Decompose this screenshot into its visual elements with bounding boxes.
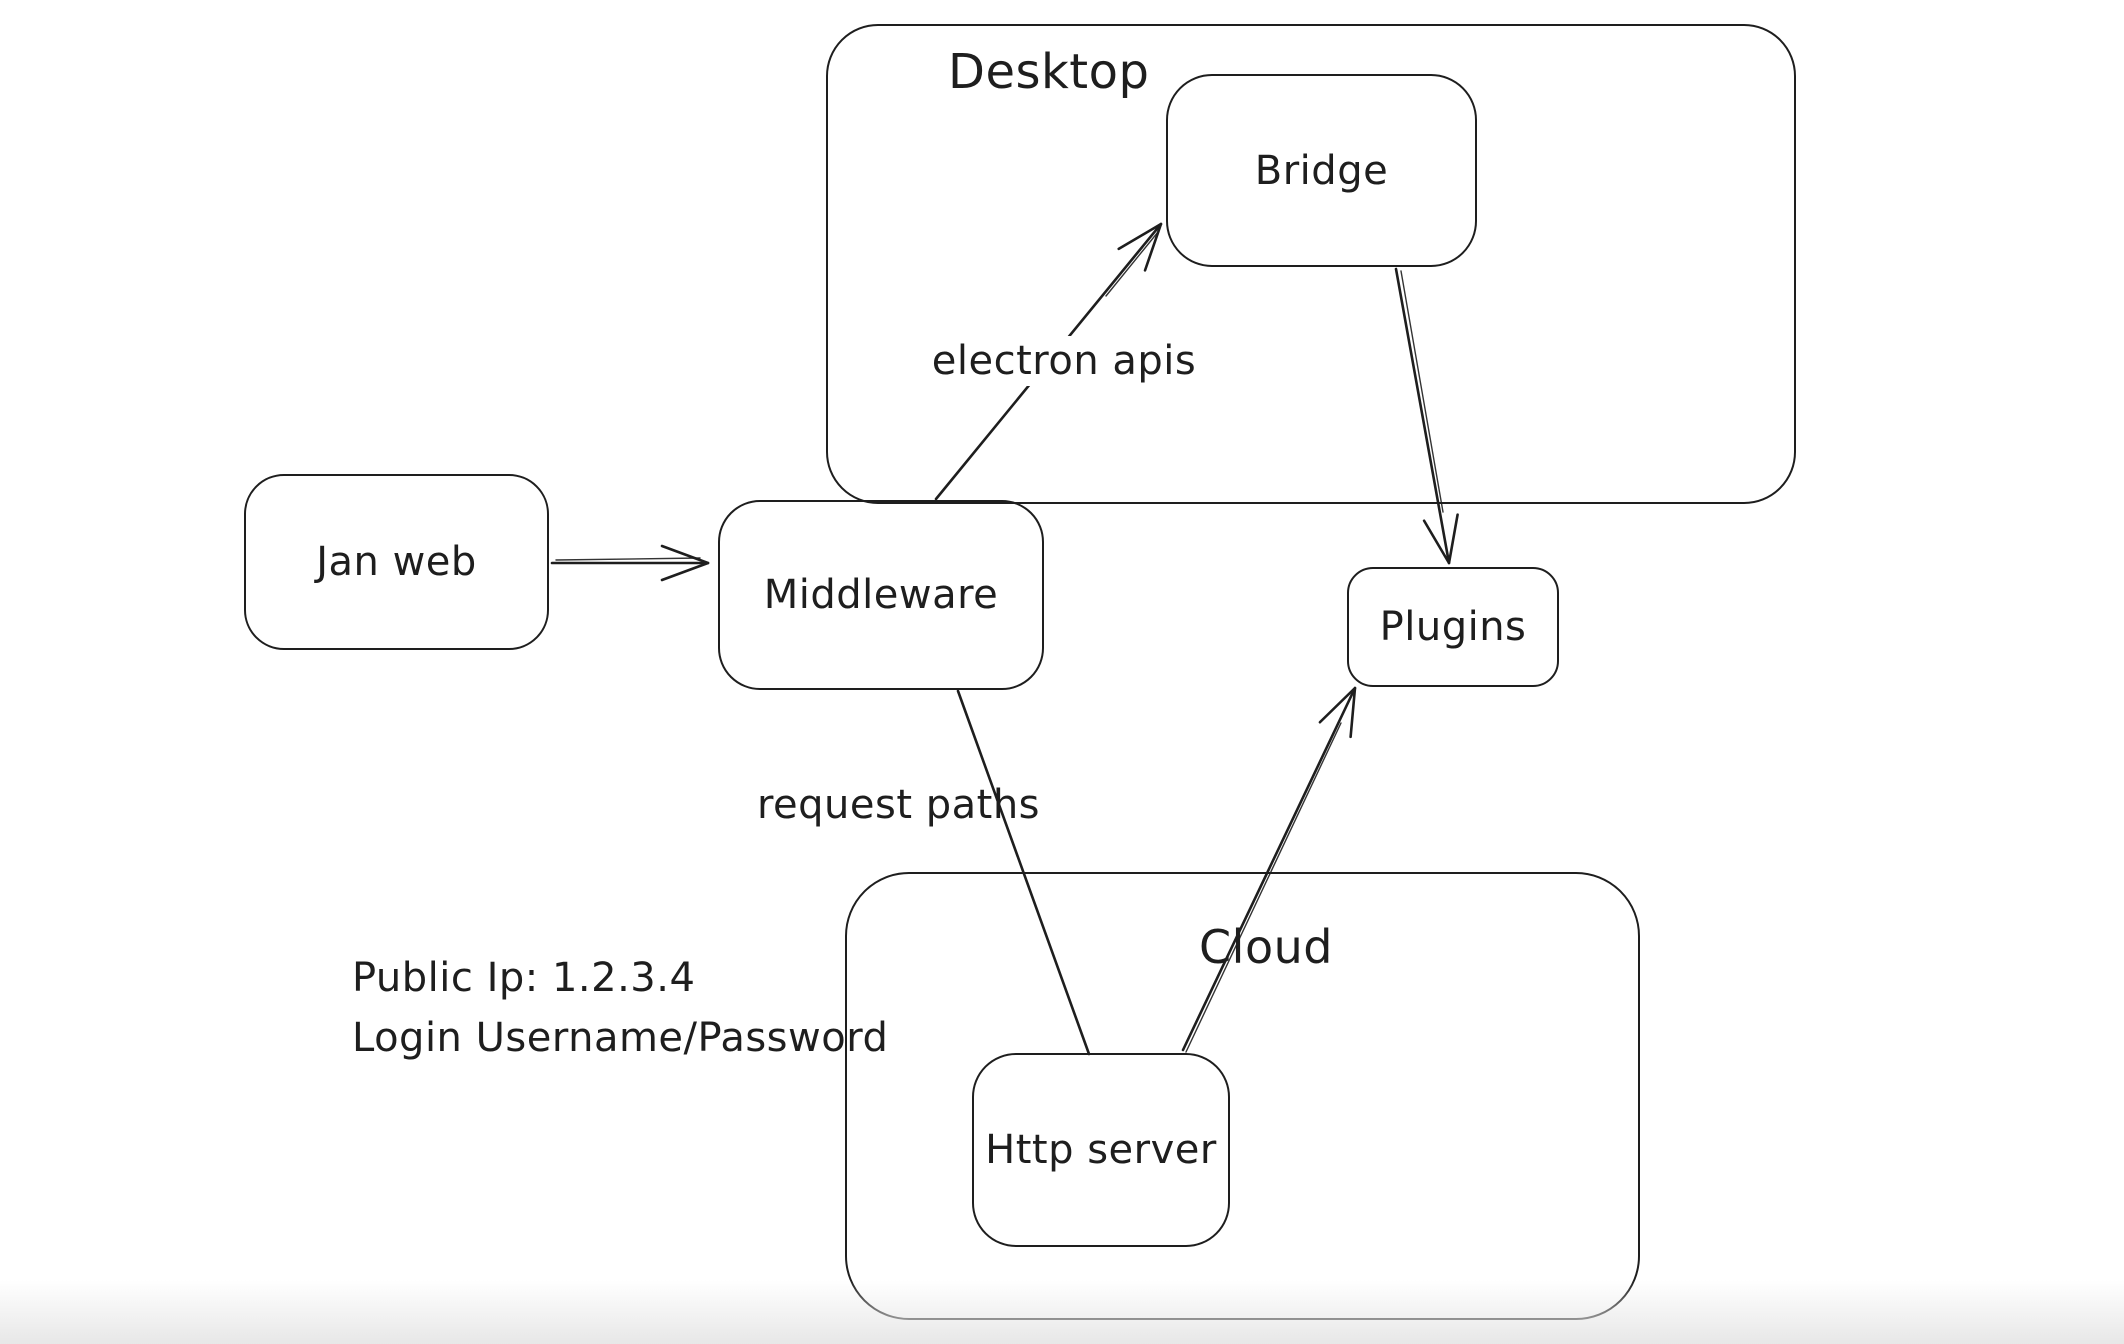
line-middleware-to-httpserver: [956, 689, 1091, 1056]
note-public-ip: Public Ip: 1.2.3.4: [352, 955, 696, 1001]
edge-label-request-paths: request paths: [756, 782, 1041, 828]
node-bridge: Bridge: [1166, 74, 1477, 267]
cloud-container-label: Cloud: [1199, 920, 1333, 974]
node-http-server: Http server: [972, 1053, 1230, 1247]
arrow-middleware-to-bridge-sketch: [1105, 231, 1159, 297]
desktop-container-label: Desktop: [948, 44, 1150, 100]
node-jan-web: Jan web: [244, 474, 549, 650]
node-plugins-label: Plugins: [1379, 604, 1527, 650]
node-jan-web-label: Jan web: [316, 539, 477, 585]
desktop-container: [826, 24, 1796, 504]
arrow-httpserver-to-plugins-sketch: [1185, 722, 1342, 1053]
arrow-janweb-to-middleware-sketch: [555, 557, 701, 561]
arrow-bridge-to-plugins-sketch: [1400, 270, 1444, 513]
arrow-bridge-to-plugins: [1394, 267, 1459, 565]
node-http-server-label: Http server: [985, 1127, 1217, 1173]
node-middleware-label: Middleware: [763, 572, 999, 618]
note-login: Login Username/Password: [352, 1015, 889, 1061]
node-plugins: Plugins: [1347, 567, 1559, 687]
edge-label-electron-apis: electron apis: [918, 336, 1210, 386]
node-middleware: Middleware: [718, 500, 1044, 690]
arrow-httpserver-to-plugins: [1181, 686, 1357, 1052]
cloud-access-notes: Public Ip: 1.2.3.4 Login Username/Passwo…: [352, 948, 888, 1068]
node-bridge-label: Bridge: [1254, 147, 1389, 194]
